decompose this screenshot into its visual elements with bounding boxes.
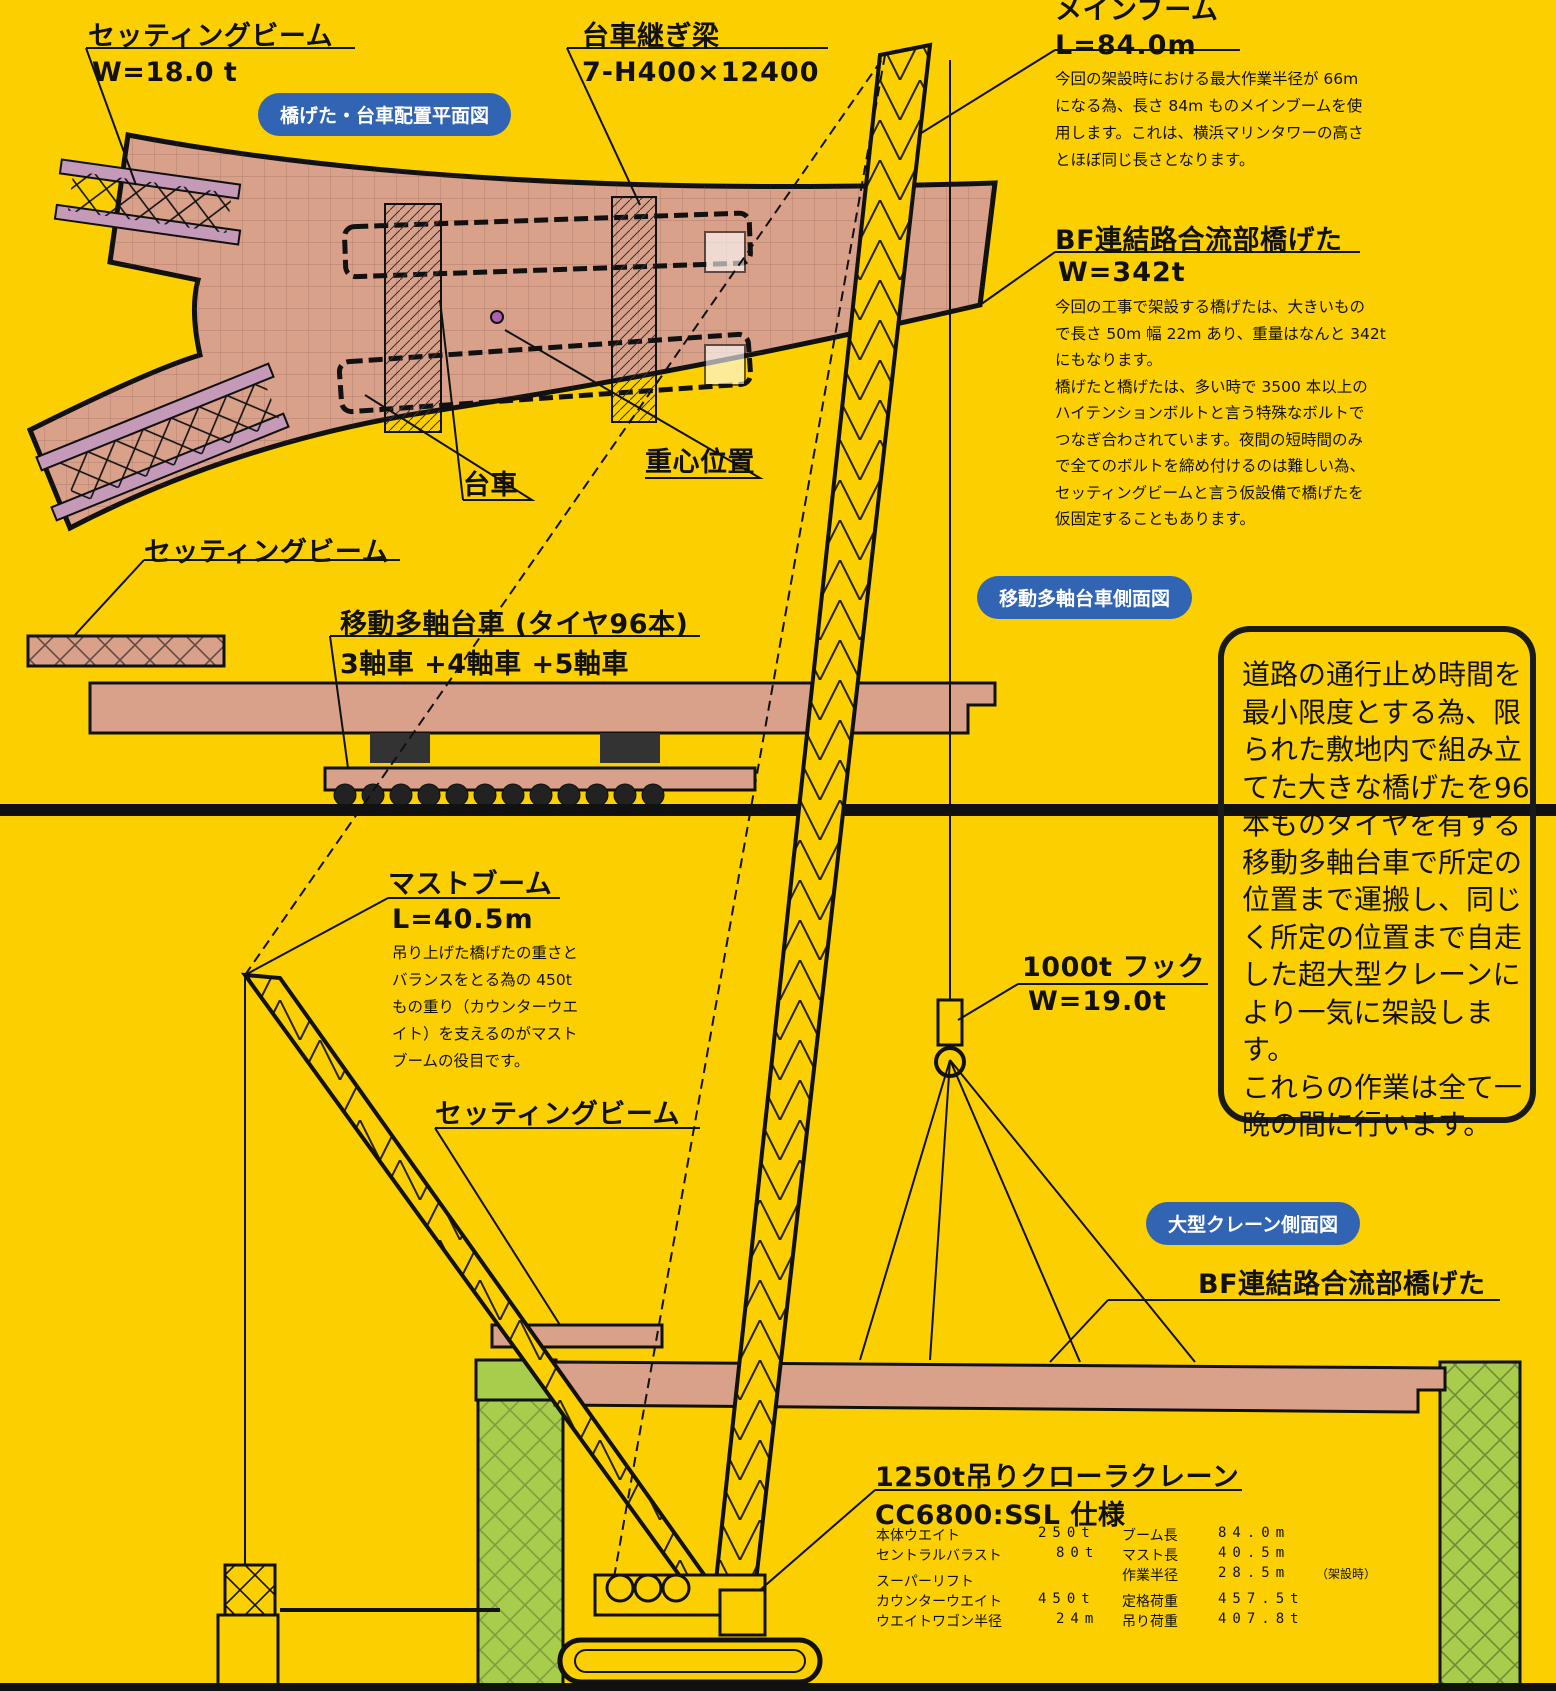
- crane-ground-line: [0, 1683, 1556, 1691]
- joint-beam-spec: 7-H400×12400: [582, 57, 820, 88]
- joint-beam-title: 台車継ぎ梁: [582, 21, 720, 52]
- trailer-title: 移動多軸台車 (タイヤ96本): [340, 609, 689, 640]
- ground-line: [0, 804, 1556, 816]
- rigging-lines: [244, 54, 1196, 1625]
- plan-girder: [26, 132, 998, 532]
- joint-beam-left: [384, 203, 442, 433]
- crawler-crane-base: [557, 1573, 823, 1685]
- plan-setting-beam-lower: [35, 362, 290, 522]
- plan-setting-beam-upper: [53, 158, 242, 246]
- crane-model: CC6800:SSL 仕様: [875, 1500, 1126, 1531]
- trailer-wheels: [333, 783, 665, 807]
- center-of-gravity-label: 重心位置: [645, 447, 755, 478]
- carriage-row-upper: [342, 210, 753, 280]
- side-view-pill: 移動多軸台車側面図: [977, 576, 1193, 619]
- joint-beam-right: [611, 196, 657, 423]
- main-boom-note: 今回の架設時における最大作業半径が 66m になる為、長さ 84m ものメインブ…: [1055, 70, 1364, 169]
- crane-title: 1250t吊りクローラクレーン: [875, 1462, 1240, 1493]
- hook-block: [934, 998, 966, 1078]
- crane-girder-label: BF連結路合流部橋げた: [1198, 1269, 1486, 1300]
- counterweight-wagon: [216, 1563, 500, 1687]
- plan-leaders: [85, 47, 1360, 501]
- crane-leaders: [244, 897, 1500, 1591]
- side-setting-beam-label: セッティングビーム: [144, 537, 390, 568]
- girder-note: 今回の工事で架設する橋げたは、大きいもの で長さ 50m 幅 22m あり、重量…: [1055, 298, 1386, 528]
- mast-boom-length: L=40.5m: [392, 904, 534, 935]
- mast-boom-title: マストブーム: [388, 869, 553, 900]
- plan-setting-beam-weight: W=18.0 t: [92, 57, 238, 88]
- plan-setting-beam-title: セッティングビーム: [88, 21, 334, 52]
- hook-title: 1000t フック: [1022, 952, 1205, 983]
- main-boom-length: L=84.0m: [1055, 30, 1197, 61]
- carriage-label: 台車: [463, 470, 518, 501]
- side-view-trailer: [26, 559, 997, 807]
- main-boom-title: メインブーム: [1055, 0, 1219, 26]
- girder-title: BF連結路合流部橋げた: [1055, 225, 1343, 256]
- trailer-spec: 3軸車 +4軸車 +5軸車: [340, 649, 629, 680]
- girder-weight: W=342t: [1058, 257, 1186, 288]
- explanation-callout: 道路の通行止め時間を 最小限度とする為、限 られた敷地内で組み立 てた大きな橋げ…: [1218, 626, 1536, 1141]
- plan-view-pill: 橋げた・台車配置平面図: [258, 93, 512, 136]
- carriage-row-lower: [336, 331, 754, 415]
- hook-weight: W=19.0t: [1028, 986, 1167, 1017]
- center-of-gravity-mark: [490, 310, 504, 324]
- crane-view-pill: 大型クレーン側面図: [1146, 1202, 1361, 1245]
- crane-girder: [553, 1360, 1447, 1414]
- mast-boom-note: 吊り上げた橋げたの重さと バランスをとる為の 450t もの重り（カウンターウエ…: [392, 944, 579, 1070]
- crane-setting-beam-label: セッティングビーム: [435, 1099, 681, 1130]
